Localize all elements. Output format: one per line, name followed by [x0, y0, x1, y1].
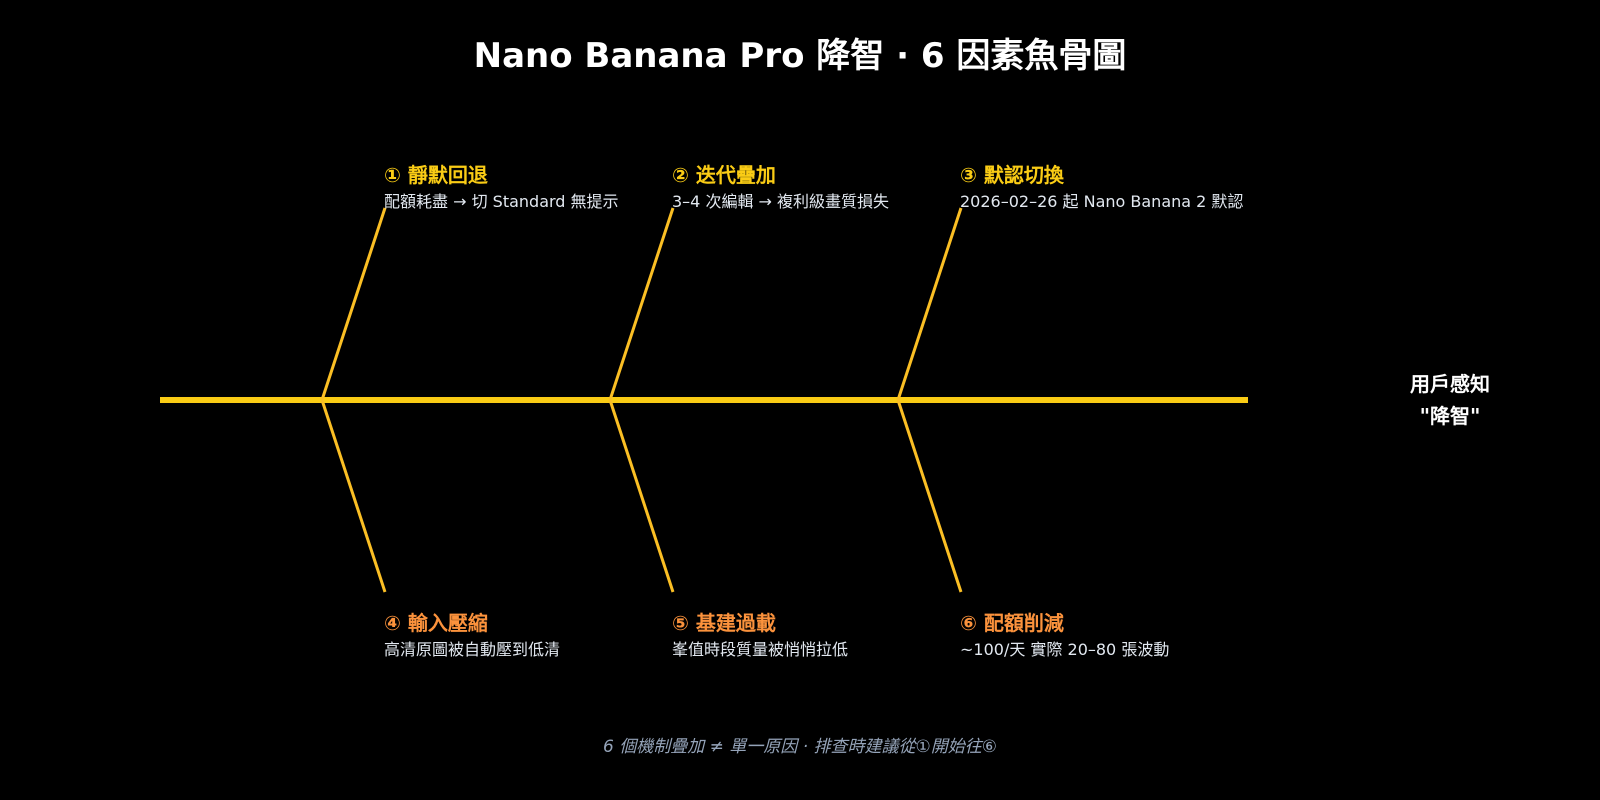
- cause-description: ~100/天 實際 20–80 張波動: [960, 640, 1170, 659]
- bone-6: [896, 399, 963, 593]
- cause-2: ② 迭代疊加 3–4 次編輯 → 複利級畫質損失: [672, 162, 889, 213]
- cause-6: ⑥ 配額削減 ~100/天 實際 20–80 張波動: [960, 610, 1169, 661]
- diagram-title: Nano Banana Pro 降智 · 6 因素魚骨圖: [473, 36, 1127, 76]
- effect-line-1: 用戶感知: [1410, 372, 1490, 396]
- bone-1: [320, 207, 387, 401]
- cause-description: 3–4 次編輯 → 複利級畫質損失: [672, 192, 890, 211]
- cause-3: ③ 默認切換 2026–02–26 起 Nano Banana 2 默認: [960, 162, 1243, 213]
- cause-label: ① 靜默回退: [384, 163, 488, 187]
- cause-1: ① 靜默回退 配額耗盡 → 切 Standard 無提示: [384, 162, 619, 213]
- cause-label: ③ 默認切換: [960, 163, 1064, 187]
- cause-label: ④ 輸入壓縮: [384, 611, 488, 635]
- cause-label: ⑤ 基建過載: [672, 611, 776, 635]
- cause-4: ④ 輸入壓縮 高清原圖被自動壓到低清: [384, 610, 560, 661]
- footer-note: 6 個機制疊加 ≠ 單一原因 · 排查時建議從①開始往⑥: [603, 737, 997, 757]
- cause-5: ⑤ 基建過載 峯值時段質量被悄悄拉低: [672, 610, 848, 661]
- cause-label: ② 迭代疊加: [672, 163, 776, 187]
- effect-head: 用戶感知 "降智": [1370, 368, 1530, 432]
- cause-description: 2026–02–26 起 Nano Banana 2 默認: [960, 192, 1244, 211]
- cause-description: 峯值時段質量被悄悄拉低: [672, 640, 849, 659]
- bone-2: [608, 207, 675, 401]
- bone-3: [896, 207, 963, 401]
- bone-4: [320, 399, 387, 593]
- effect-line-2: "降智": [1419, 404, 1481, 428]
- cause-label: ⑥ 配額削減: [960, 611, 1064, 635]
- cause-description: 配額耗盡 → 切 Standard 無提示: [384, 192, 619, 211]
- cause-description: 高清原圖被自動壓到低清: [384, 640, 561, 659]
- bone-5: [608, 399, 675, 593]
